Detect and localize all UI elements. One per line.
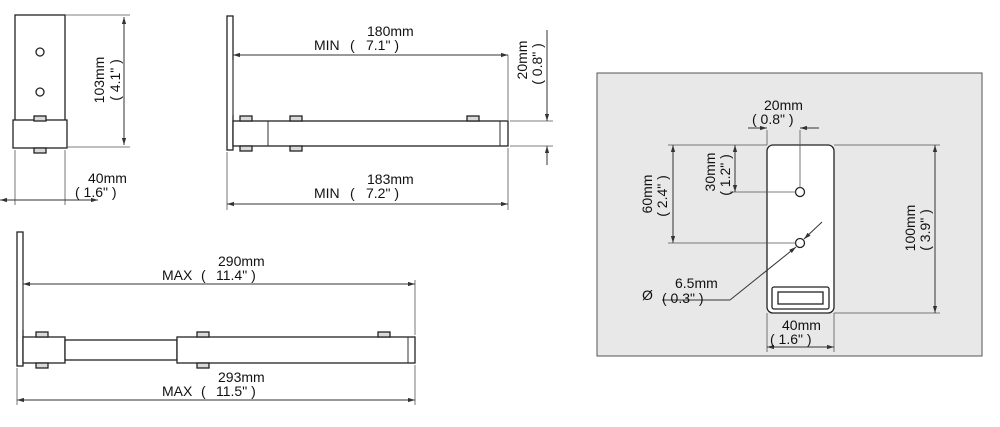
max-arm-outer <box>176 336 416 364</box>
front-hole-lower <box>35 87 45 97</box>
front-tab-bottom <box>33 147 47 154</box>
diameter-icon: Ø <box>642 287 653 303</box>
min-right-mm: 20mm <box>514 41 530 80</box>
detail-left-inner-mm: 30mm <box>702 153 718 192</box>
front-height-in: ( 4.1" ) <box>107 59 123 101</box>
svg-text:(: ( <box>201 383 206 399</box>
detail-slot-inner <box>777 291 824 305</box>
max-top-label: MAX <box>162 267 193 283</box>
side-view-max: MAX ( 290mm 11.4" ) MAX ( 293mm 11.5" ) <box>16 231 416 405</box>
min-arm <box>232 120 509 147</box>
min-top-label: MIN <box>314 37 340 53</box>
detail-right-in: ( 3.9" ) <box>917 209 933 251</box>
min-wall-plate <box>226 15 234 151</box>
detail-hole-lower <box>794 237 806 249</box>
max-top-in: 11.4" ) <box>216 267 256 283</box>
side-view-min: MIN ( 180mm 7.1" ) MIN ( 183mm 7.2" ) 20… <box>226 15 553 210</box>
detail-hole-mm: 6.5mm <box>675 275 718 291</box>
min-top-in: 7.1" ) <box>366 37 399 53</box>
max-bottom-label: MAX <box>162 383 193 399</box>
min-bottom-in: 7.2" ) <box>366 185 399 201</box>
min-bottom-label: MIN <box>314 185 340 201</box>
detail-left-outer-in: ( 2.4" ) <box>654 175 670 217</box>
detail-left-outer-mm: 60mm <box>639 175 655 214</box>
front-arm-end <box>12 119 68 149</box>
front-height-mm: 103mm <box>91 57 107 104</box>
max-bottom-in: 11.5" ) <box>216 383 256 399</box>
detail-plate <box>766 144 835 314</box>
front-view: 103mm ( 4.1" ) 40mm ( 1.6" ) <box>0 14 130 205</box>
detail-panel: 20mm ( 0.8" ) 60mm ( 2.4" ) 30mm ( 1.2" … <box>596 72 983 357</box>
max-arm-slide <box>64 339 178 361</box>
svg-text:(: ( <box>201 267 206 283</box>
detail-hole-in: ( 0.3" ) <box>662 290 704 306</box>
front-hole-upper <box>35 47 45 57</box>
front-tab-top <box>33 115 47 122</box>
detail-top-mm: 20mm <box>764 97 803 113</box>
front-width-mm: 40mm <box>88 170 127 186</box>
min-right-in: ( 0.8" ) <box>529 43 545 85</box>
detail-bottom-mm: 40mm <box>782 317 821 333</box>
max-wall-plate <box>16 231 24 367</box>
detail-right-mm: 100mm <box>902 205 918 252</box>
min-top-mm: 180mm <box>367 23 414 39</box>
detail-hole-upper <box>794 186 806 198</box>
svg-text:(: ( <box>350 37 355 53</box>
min-bottom-mm: 183mm <box>367 171 414 187</box>
svg-text:(: ( <box>350 185 355 201</box>
detail-top-in: ( 0.8" ) <box>752 111 794 127</box>
detail-left-inner-in: ( 1.2" ) <box>717 154 733 196</box>
front-width-in: ( 1.6" ) <box>75 184 117 200</box>
max-bottom-mm: 293mm <box>218 369 265 385</box>
max-arm-inner <box>22 336 66 364</box>
detail-bottom-in: ( 1.6" ) <box>770 331 812 347</box>
max-top-mm: 290mm <box>218 253 265 269</box>
